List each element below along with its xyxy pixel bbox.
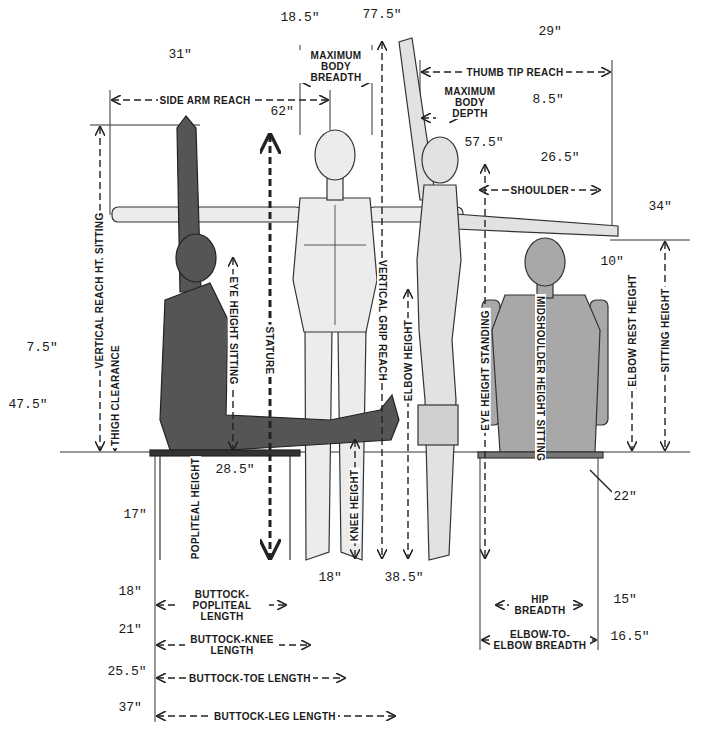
dimension-value: 34" xyxy=(647,200,674,214)
dimension-value: 25.5" xyxy=(106,665,149,679)
dimension-value: 37" xyxy=(117,701,144,715)
dimension-label: BUTTOCK-KNEE LENGTH xyxy=(185,634,279,656)
dimension-value: 22" xyxy=(612,490,639,504)
dimension-label: STATURE xyxy=(264,324,275,376)
dimension-value: 47.5" xyxy=(7,398,50,412)
dimension-value: 26.5" xyxy=(539,151,582,165)
dimension-label: EYE HEIGHT SITTING xyxy=(228,274,239,386)
dimension-value: 17" xyxy=(122,508,149,522)
dimension-value: 8.5" xyxy=(531,93,566,107)
dimension-value: 18" xyxy=(317,571,344,585)
dimension-value: 18.5" xyxy=(279,11,322,25)
dimension-label: ELBOW-TO-ELBOW BREADTH xyxy=(490,629,590,651)
dimension-value: 7.5" xyxy=(25,341,60,355)
dimension-value: 16.5" xyxy=(609,630,652,644)
dimension-label: SITTING HEIGHT xyxy=(660,286,671,374)
dimension-label: MIDSHOULDER HEIGHT SITTING xyxy=(535,293,546,462)
dimension-label: SHOULDER xyxy=(509,185,572,196)
dimension-value: 77.5" xyxy=(361,8,404,22)
dimension-value: 31" xyxy=(167,48,194,62)
dimension-value: 38.5" xyxy=(383,571,426,585)
dimension-value: 57.5" xyxy=(463,136,506,150)
dimension-label: BUTTOCK-LEG LENGTH xyxy=(212,711,338,722)
dimension-label: KNEE HEIGHT xyxy=(349,467,360,543)
dimension-label: THIGH CLEARANCE xyxy=(110,342,121,447)
dimension-value: 28.5" xyxy=(214,463,257,477)
dimension-value: 62" xyxy=(269,105,296,119)
dimension-value: 21" xyxy=(117,623,144,637)
dimension-label: ELBOW HEIGHT xyxy=(403,317,414,402)
dimension-value: 10" xyxy=(599,255,626,269)
dimension-label: THUMB TIP REACH xyxy=(465,67,566,78)
dimension-label: MAXIMUM BODY DEPTH xyxy=(436,86,504,119)
dimension-label: SIDE ARM REACH xyxy=(158,95,253,106)
dimension-label: ELBOW REST HEIGHT xyxy=(627,272,638,388)
dimension-value: 15" xyxy=(612,593,639,607)
dimension-label: BUTTOCK-POPLITEAL LENGTH xyxy=(175,589,269,622)
dimension-label: EYE HEIGHT STANDING xyxy=(479,308,490,433)
dimension-value: 29" xyxy=(537,25,564,39)
dimension-label: VERTICAL REACH HT. SITTING xyxy=(94,210,105,370)
dimension-label: BUTTOCK-TOE LENGTH xyxy=(187,673,313,684)
dimension-label: HIP BREADTH xyxy=(509,594,571,616)
dimension-label: VERTICAL GRIP REACH xyxy=(376,258,387,383)
dimension-label: MAXIMUM BODY BREADTH xyxy=(294,50,378,83)
dimension-value: 18" xyxy=(117,585,144,599)
dimension-label: POPLITEAL HEIGHT xyxy=(190,455,201,560)
